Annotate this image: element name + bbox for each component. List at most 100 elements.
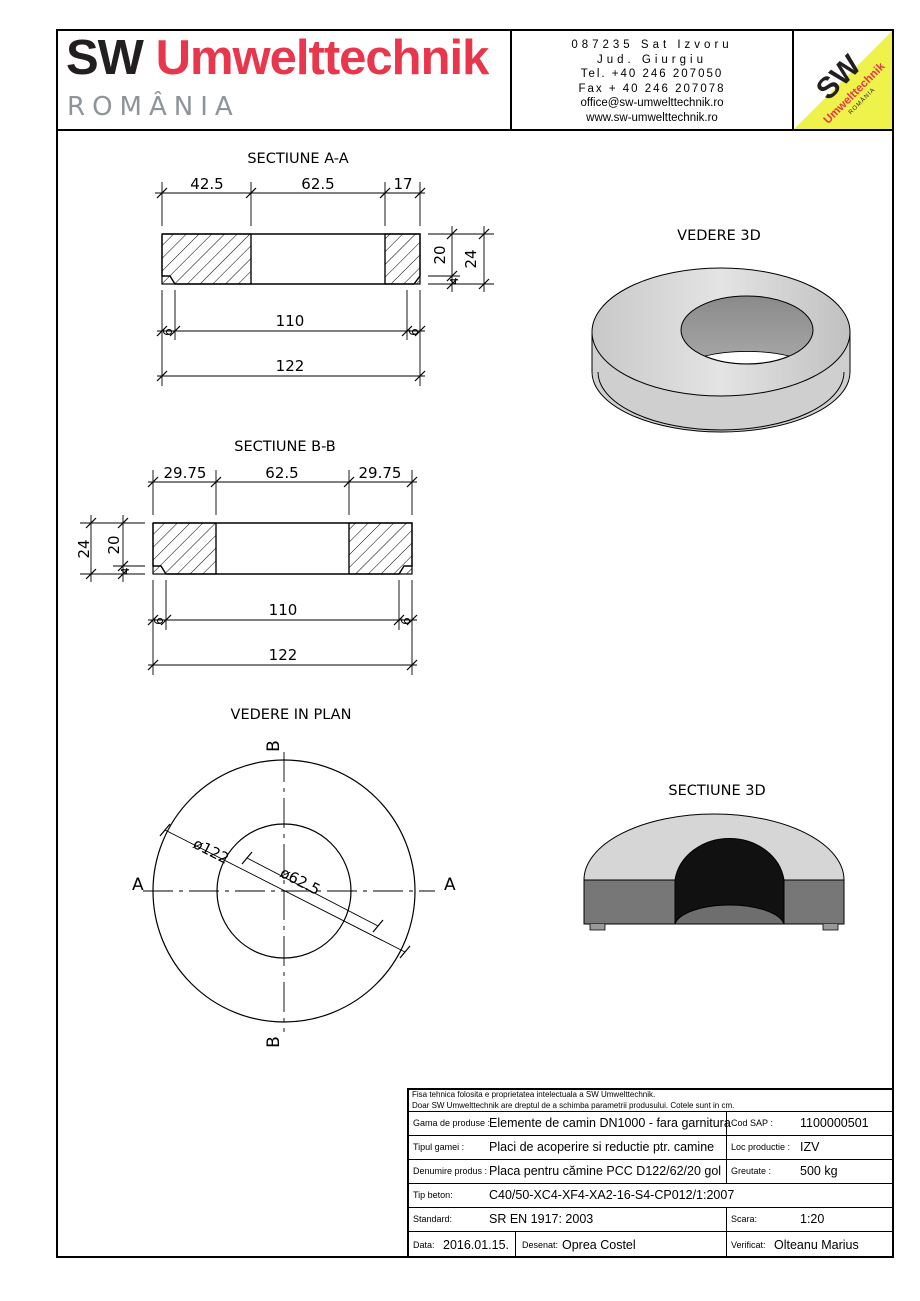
section-bb-title: SECTIUNE B-B xyxy=(234,439,335,455)
standard-label: Standard: xyxy=(413,1214,453,1224)
section-aa-left-hatch xyxy=(161,233,252,285)
logo-brand-text: Umwelttechnik xyxy=(155,31,490,85)
dim-label: 29.75 xyxy=(359,464,402,482)
gama-label: Gama de produse : xyxy=(413,1118,491,1128)
title-block-row-separator xyxy=(409,1135,894,1136)
dim-label-outer-diameter: ø122 xyxy=(190,835,232,868)
desenat-value: Oprea Costel xyxy=(562,1238,636,1252)
section-aa-right-hatch xyxy=(384,233,421,285)
dim-label: 42.5 xyxy=(190,175,223,193)
greutate-label: Greutate : xyxy=(731,1166,772,1176)
logo-sw-text: SW xyxy=(66,31,144,85)
dim-label: 17 xyxy=(393,175,412,193)
dim-label: 4 xyxy=(448,278,461,285)
denumire-value: Placa pentru cămine PCC D122/62/20 gol xyxy=(489,1164,722,1178)
gama-value: Elemente de camin DN1000 - fara garnitur… xyxy=(489,1116,731,1130)
greutate-value: 500 kg xyxy=(800,1164,838,1178)
title-block-row-separator xyxy=(409,1207,894,1208)
contact-email: office@sw-umwelttechnik.ro xyxy=(580,97,724,109)
plan-dim-line-outer xyxy=(164,829,406,953)
denumire-label: Denumire produs : xyxy=(413,1166,488,1176)
company-logo: SW Umwelttechnik xyxy=(66,30,490,86)
section-marker-a-left: A xyxy=(132,875,144,895)
contact-fax: Fax + 40 246 207078 xyxy=(578,82,726,95)
verificat-value: Olteanu Marius xyxy=(774,1238,859,1252)
standard-value: SR EN 1917: 2003 xyxy=(489,1212,594,1226)
logo-country-text: ROMÂNIA xyxy=(67,92,240,122)
section-3d-render xyxy=(583,813,845,931)
dim-label: 122 xyxy=(276,357,305,375)
scara-label: Scara: xyxy=(731,1214,758,1224)
drawing-frame xyxy=(56,29,894,1258)
header-band xyxy=(56,29,894,131)
dim-label: 20 xyxy=(431,245,449,264)
tip-beton-label: Tip beton: xyxy=(413,1190,453,1200)
header-divider xyxy=(792,29,794,131)
dim-label: 62.5 xyxy=(301,175,334,193)
view-3d-render xyxy=(591,267,851,433)
cod-sap-label: Cod SAP : xyxy=(731,1118,773,1128)
contact-phone: Tel. +40 246 207050 xyxy=(580,68,724,80)
section-aa-title: SECTIUNE A-A xyxy=(247,151,348,167)
title-block-row-separator xyxy=(409,1183,894,1184)
header-divider xyxy=(510,29,512,131)
dim-label: 62.5 xyxy=(265,464,298,482)
note-line: Doar SW Umwelttechnik are dreptul de a s… xyxy=(412,1100,735,1110)
loc-productie-label: Loc productie : xyxy=(731,1142,791,1152)
note-line: Fisa tehnica folosita e proprietatea int… xyxy=(412,1090,656,1099)
dim-label: 24 xyxy=(75,539,93,558)
section-bb-labels: SECTIUNE B-B 29.75 62.5 29.75 24 20 4 11… xyxy=(75,439,413,664)
contact-website: www.sw-umwelttechnik.ro xyxy=(586,111,718,124)
title-block-row-separator xyxy=(409,1231,894,1232)
title-block-note: Fisa tehnica folosita e proprietatea int… xyxy=(412,1090,734,1111)
dim-label: 24 xyxy=(462,249,480,268)
tip-beton-value: C40/50-XC4-XF4-XA2-16-S4-CP012/1:2007 xyxy=(489,1188,735,1202)
title-block-col-separator xyxy=(726,1207,727,1258)
dim-label: 6 xyxy=(407,328,421,336)
title-block-row-separator xyxy=(409,1111,894,1112)
tip-gama-value: Placi de acoperire si reductie ptr. cami… xyxy=(489,1140,715,1154)
dim-label: 6 xyxy=(161,328,175,336)
title-block-col-separator xyxy=(726,1111,727,1183)
plan-dim-line-inner xyxy=(246,857,379,927)
contact-address: 087235 Sat Izvoru xyxy=(571,39,733,51)
plan-view-title: VEDERE IN PLAN xyxy=(231,707,352,723)
section-marker-b-bottom: B xyxy=(264,1036,284,1048)
desenat-label: Desenat: xyxy=(522,1240,559,1250)
loc-productie-value: IZV xyxy=(800,1140,820,1154)
section-marker-b-top: B xyxy=(264,740,284,752)
dim-label: 6 xyxy=(399,617,413,625)
data-label: Data: xyxy=(413,1240,435,1250)
tip-gama-label: Tipul gamei : xyxy=(413,1142,465,1152)
dim-label: 29.75 xyxy=(164,464,207,482)
section-3d-title: SECTIUNE 3D xyxy=(668,783,765,799)
section-bb-drawing xyxy=(80,470,418,675)
brand-badge-logo: SW Umwelttechnik ROMÂNIA xyxy=(794,31,892,129)
title-block xyxy=(407,1088,894,1258)
badge-white-triangle xyxy=(794,31,892,129)
data-value: 2016.01.15. xyxy=(443,1238,510,1252)
section-marker-a-right: A xyxy=(444,875,456,895)
verificat-label: Verificat: xyxy=(731,1240,766,1250)
dim-label: 122 xyxy=(269,646,298,664)
dim-label: 110 xyxy=(269,601,298,619)
title-block-col-separator xyxy=(515,1231,516,1258)
scara-value: 1:20 xyxy=(800,1212,825,1226)
section-bb-left-hatch xyxy=(152,522,217,575)
section-aa-drawing xyxy=(155,182,494,386)
contact-county: Jud. Giurgiu xyxy=(596,53,707,66)
dim-label: 4 xyxy=(119,568,132,575)
dim-label: 6 xyxy=(152,617,166,625)
view-3d-title: VEDERE 3D xyxy=(677,228,761,244)
plan-view-labels: VEDERE IN PLAN A A B B ø122 ø62.5 xyxy=(132,707,456,1048)
cod-sap-value: 1100000501 xyxy=(800,1116,869,1130)
section-bb-right-hatch xyxy=(348,522,413,575)
section-3d-opening xyxy=(674,837,785,925)
dim-label: 20 xyxy=(105,535,123,554)
dim-label: 110 xyxy=(276,312,305,330)
plan-view-drawing xyxy=(143,752,435,1032)
section-aa-labels: SECTIUNE A-A 42.5 62.5 17 20 24 4 110 12… xyxy=(161,151,480,375)
title-block-row-separator xyxy=(409,1159,894,1160)
contact-block: 087235 Sat Izvoru Jud. Giurgiu Tel. +40 … xyxy=(512,38,792,125)
